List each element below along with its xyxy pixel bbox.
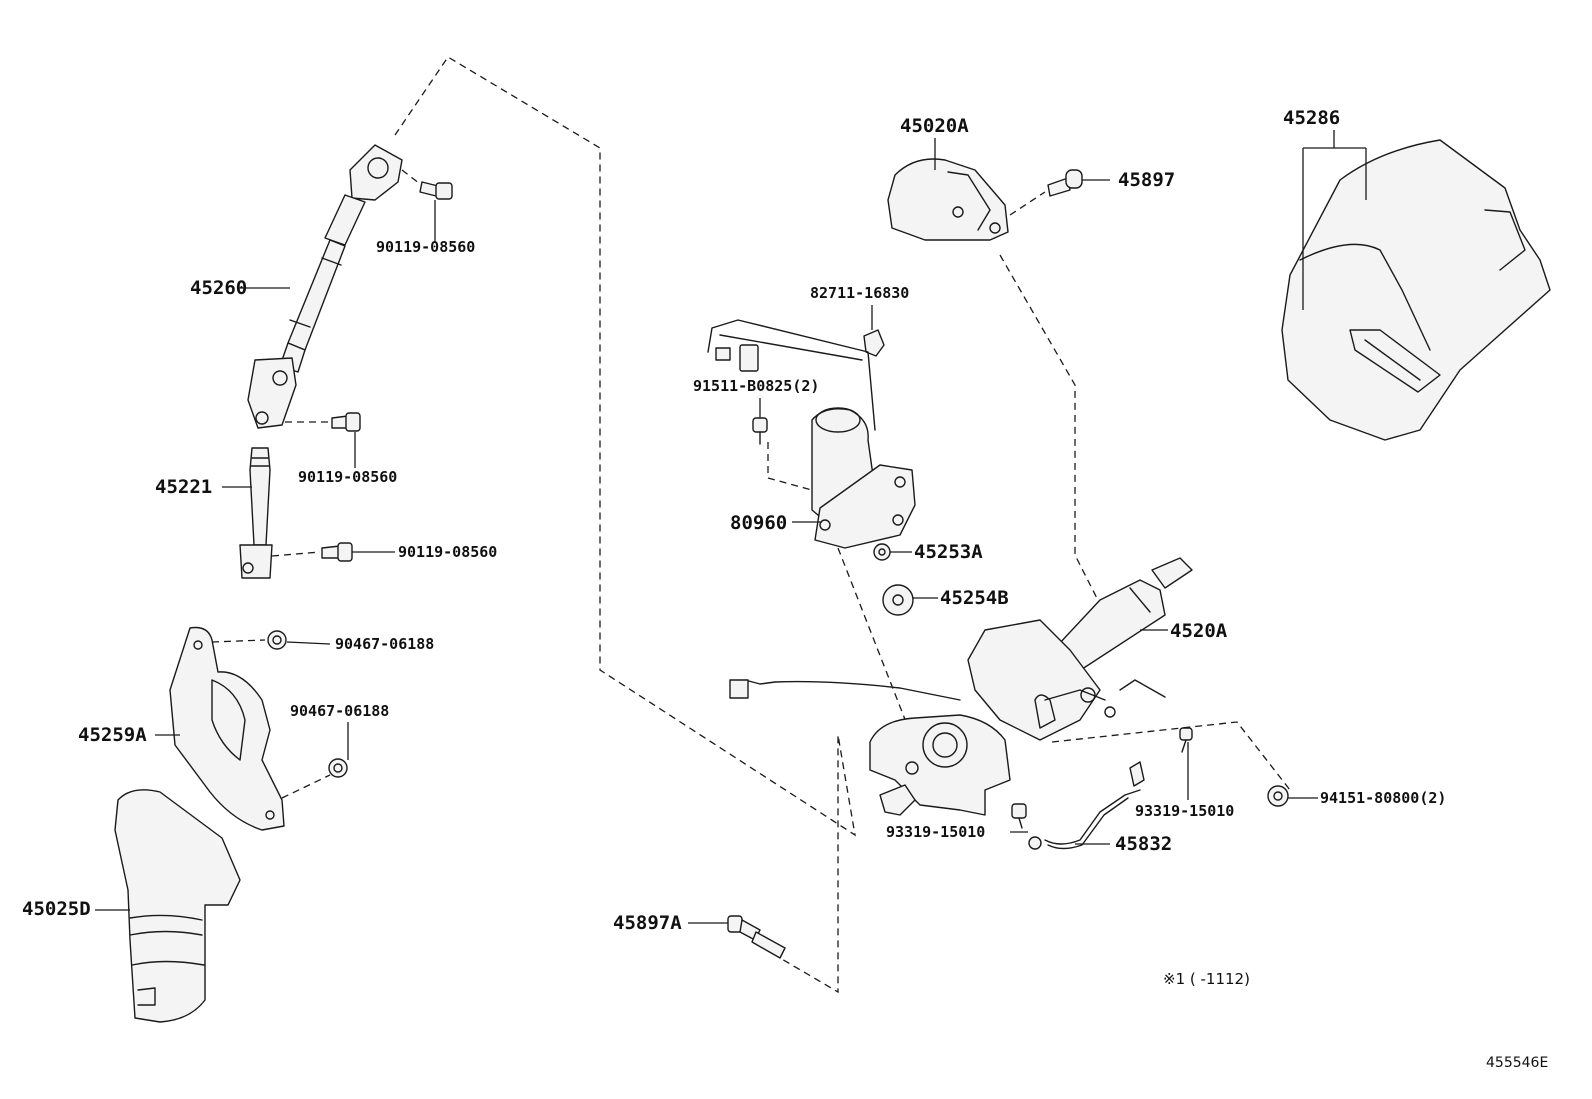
label-82711-16830: 82711-16830 [810, 284, 910, 302]
leader-bolt-c [271, 551, 321, 557]
phantom-motor-to-column [837, 547, 916, 746]
phantom-outline-bracket [1051, 721, 1291, 791]
leader-screw-45897 [1009, 191, 1046, 216]
phantom-outline-left [394, 56, 856, 994]
label-90119-08560-b: 90119-08560 [298, 468, 398, 486]
label-45832: 45832 [1115, 833, 1173, 855]
leader-bolt-a [401, 169, 421, 185]
bolt-90119-b [331, 412, 361, 432]
label-80960: 80960 [730, 512, 788, 534]
label-45025D: 45025D [22, 898, 91, 920]
bolt-91511 [752, 417, 768, 445]
label-45897A: 45897A [613, 912, 682, 934]
leader-clip-b [281, 774, 331, 799]
label-45259A: 45259A [78, 724, 147, 746]
clip-90467-b [328, 758, 348, 778]
label-45260: 45260 [190, 277, 248, 299]
label-45253A: 45253A [914, 541, 983, 563]
clamp-82711 [863, 329, 885, 357]
label-94151-80800: 94151-80800(2) [1320, 789, 1447, 807]
bolt-45897A [727, 915, 786, 959]
cover-45286 [1281, 139, 1551, 441]
motor-80960 [707, 319, 916, 549]
cover-45020A [887, 158, 1009, 241]
phantom-motor-link [767, 442, 831, 496]
label-93319-15010-a: 93319-15010 [886, 823, 986, 841]
cover-45259A [169, 626, 285, 831]
label-91511-B0825: 91511-B0825(2) [693, 377, 820, 395]
phantom-outline-column [999, 254, 1109, 621]
leader-90467-a [286, 641, 331, 645]
bolt-90119-a [419, 181, 453, 200]
label-90119-08560-a: 90119-08560 [376, 238, 476, 256]
part-45253A [873, 543, 891, 561]
label-45254B: 45254B [940, 587, 1009, 609]
label-45897: 45897 [1118, 169, 1176, 191]
bolt-90119-c [321, 542, 353, 562]
label-90119-08560-c: 90119-08560 [398, 543, 498, 561]
clip-90467-a [267, 630, 287, 650]
label-45286: 45286 [1283, 107, 1341, 129]
applicability-note: ※1 ( -1112) [1163, 970, 1250, 988]
label-90467-06188-b: 90467-06188 [290, 702, 390, 720]
label-93319-15010-b: 93319-15010 [1135, 802, 1235, 820]
screw-93319-b [1179, 727, 1193, 753]
boot-45025D [114, 789, 241, 1023]
label-45221: 45221 [155, 476, 213, 498]
part-45254B [882, 584, 914, 616]
label-4520A: 4520A [1170, 620, 1228, 642]
intermediate-shaft-45260 [247, 144, 403, 429]
shaft-45221 [239, 447, 273, 579]
ground-strap-45832 [1028, 761, 1145, 850]
leader-clip-a [211, 639, 266, 643]
screw-45897 [1047, 169, 1083, 197]
screw-93319-a [1011, 803, 1027, 829]
label-90467-06188-a: 90467-06188 [335, 635, 435, 653]
label-45020A: 45020A [900, 115, 969, 137]
illustration-ref-code: 455546E [1486, 1055, 1549, 1071]
nut-94151 [1267, 785, 1289, 807]
column-4520A [729, 557, 1193, 816]
